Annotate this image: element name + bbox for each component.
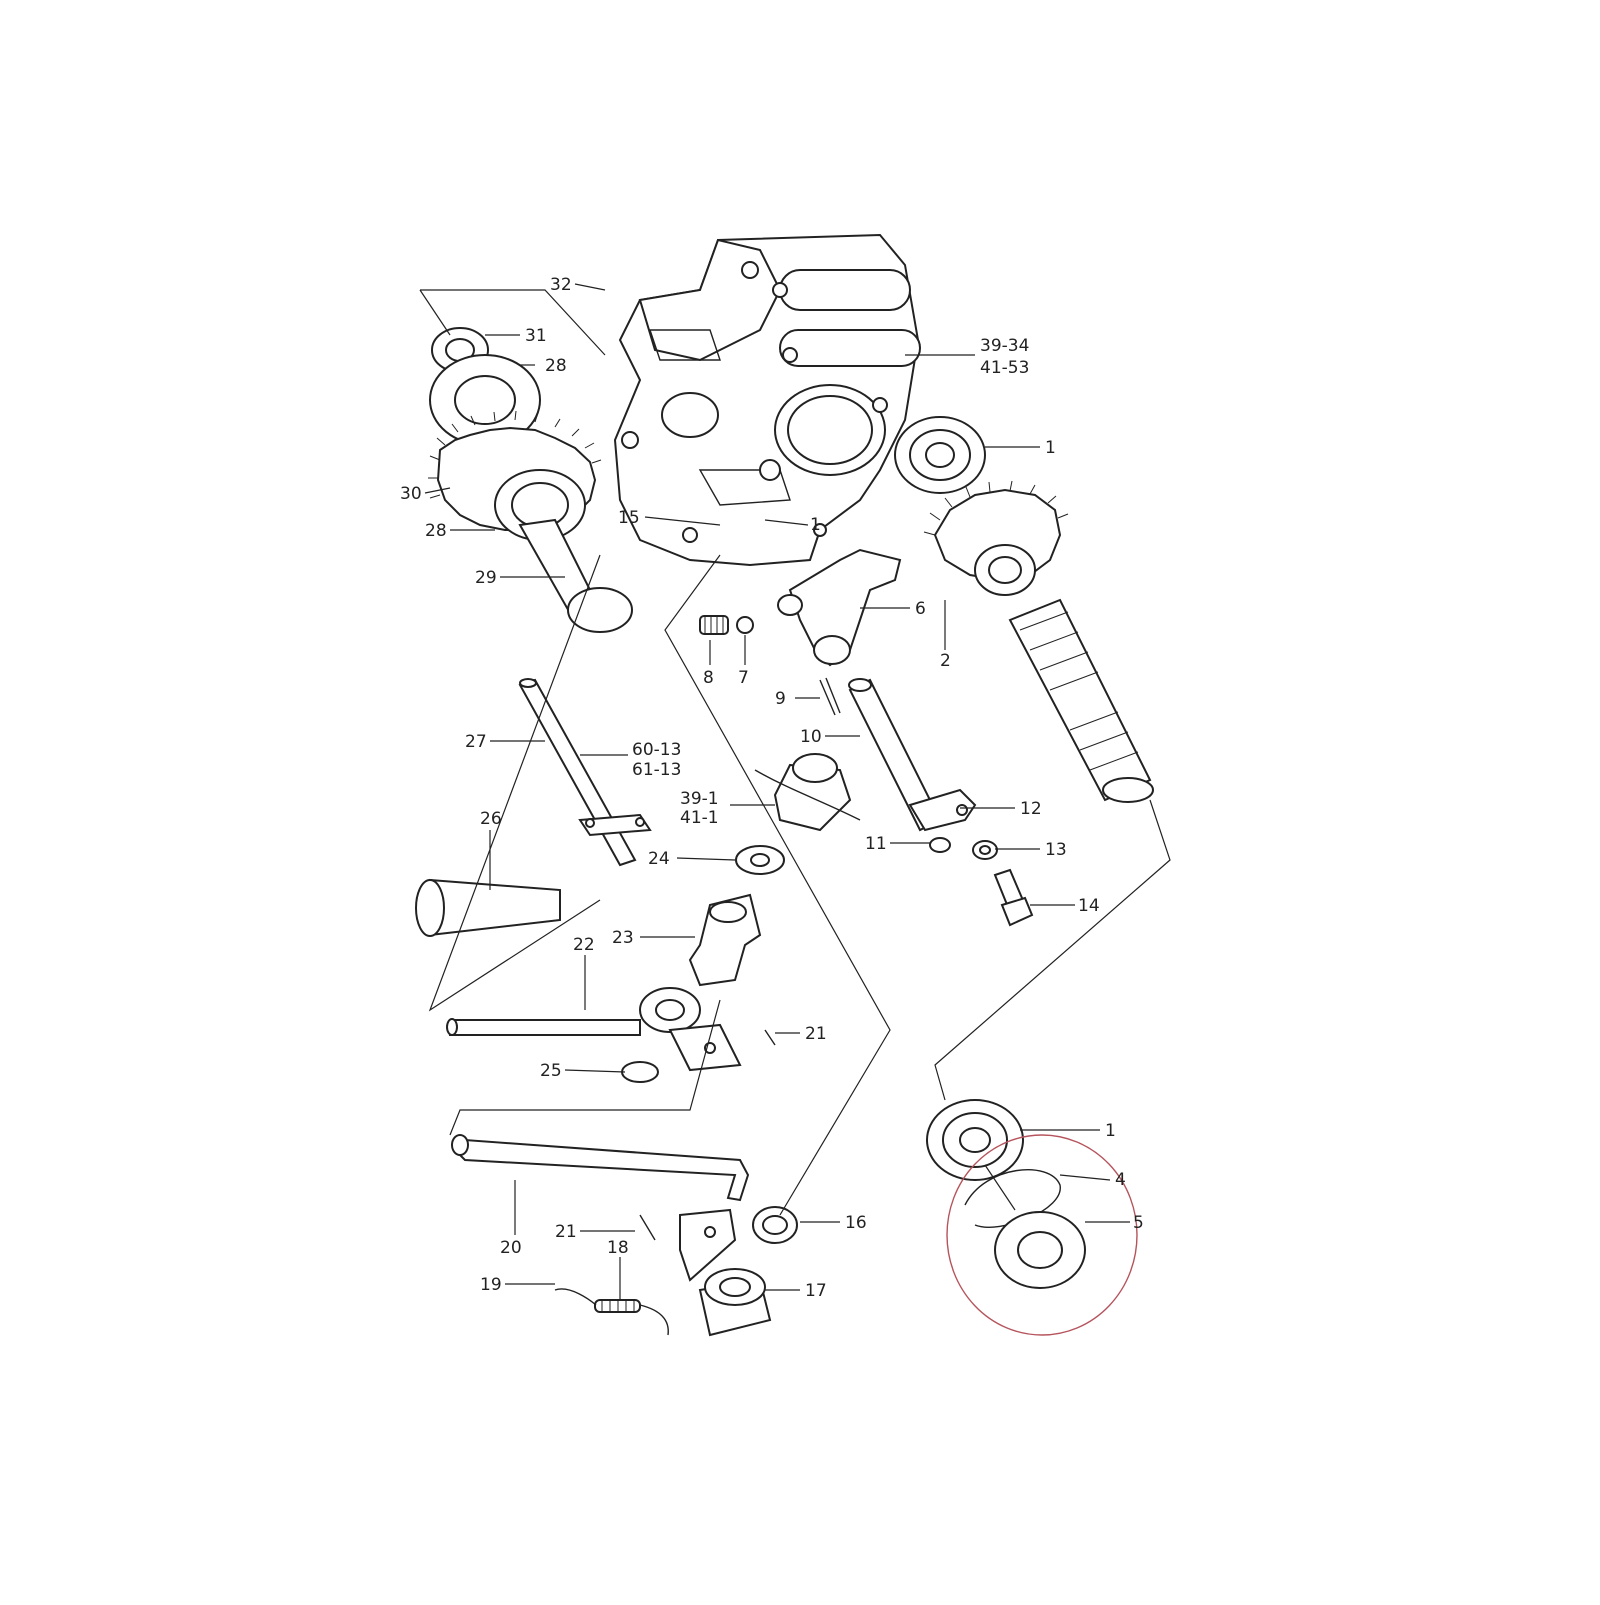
callout-labels: 32 31 28 30 28 29 39-34 41-53 1 15 1 6 2… (400, 275, 1144, 1301)
callout-29: 29 (475, 568, 497, 588)
leader-lines (419, 283, 1171, 1300)
callout-11: 11 (865, 834, 887, 854)
handle-grip-26 (415, 878, 561, 937)
callout-4: 4 (1115, 1170, 1126, 1190)
callout-23: 23 (612, 928, 634, 948)
shift-shaft-assembly (848, 678, 1034, 927)
callout-1: 1 (1105, 1121, 1116, 1141)
callout-8: 8 (703, 668, 714, 688)
callout-28: 28 (545, 356, 567, 376)
callout-24: 24 (648, 849, 670, 869)
callout-26: 26 (480, 809, 502, 829)
callout-7: 7 (738, 668, 749, 688)
callout-5: 5 (1133, 1213, 1144, 1233)
callout-39-34: 39-34 (980, 336, 1029, 356)
callout-1: 1 (1045, 438, 1056, 458)
callout-2: 2 (940, 651, 951, 671)
callout-61-13: 61-13 (632, 760, 681, 780)
shift-rod-27 (518, 678, 652, 867)
lever-assembly (446, 753, 861, 1083)
callout-6: 6 (915, 599, 926, 619)
callout-20: 20 (500, 1238, 522, 1258)
callout-9: 9 (775, 689, 786, 709)
callout-18: 18 (607, 1238, 629, 1258)
callout-27: 27 (465, 732, 487, 752)
callout-12: 12 (1020, 799, 1042, 819)
lower-bearing-seal (926, 1099, 1138, 1336)
callout-21: 21 (555, 1222, 577, 1242)
callout-17: 17 (805, 1281, 827, 1301)
callout-1: 1 (810, 515, 821, 535)
callout-32: 32 (550, 275, 572, 295)
callout-28: 28 (425, 521, 447, 541)
linkage-rod-20 (451, 1134, 798, 1337)
left-gear-cluster (428, 327, 633, 633)
callout-16: 16 (845, 1213, 867, 1233)
callout-15: 15 (618, 508, 640, 528)
callout-31: 31 (525, 326, 547, 346)
callout-14: 14 (1078, 896, 1100, 916)
callout-39-1: 39-1 (680, 789, 719, 809)
right-gear-shaft (894, 416, 1154, 803)
callout-22: 22 (573, 935, 595, 955)
callout-60-13: 60-13 (632, 740, 681, 760)
callout-41-53: 41-53 (980, 358, 1029, 378)
callout-21: 21 (805, 1024, 827, 1044)
callout-13: 13 (1045, 840, 1067, 860)
gearbox-housing (613, 233, 921, 567)
callout-30: 30 (400, 484, 422, 504)
shift-fork-assembly (699, 548, 902, 716)
callout-25: 25 (540, 1061, 562, 1081)
highlight-circle (946, 1134, 1138, 1336)
callout-10: 10 (800, 727, 822, 747)
callout-41-1: 41-1 (680, 808, 719, 828)
callout-19: 19 (480, 1275, 502, 1295)
